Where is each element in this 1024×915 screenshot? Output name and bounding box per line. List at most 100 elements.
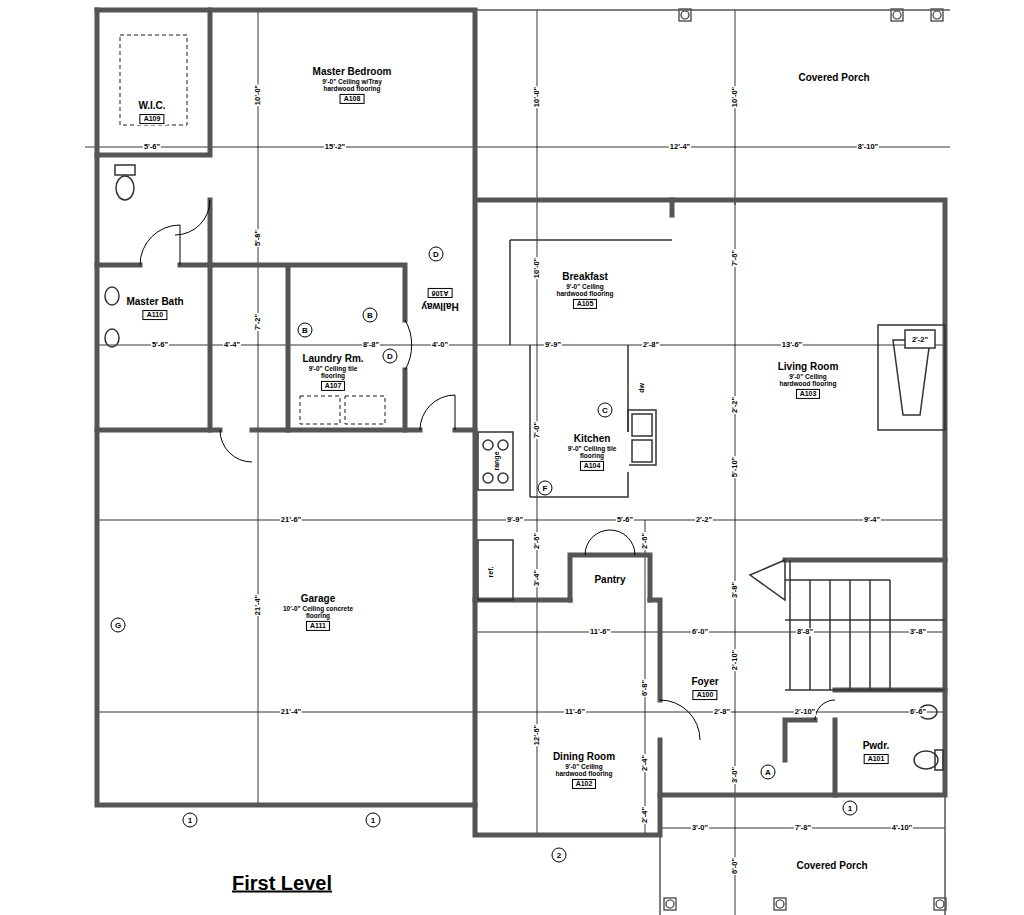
dimension-lines xyxy=(85,10,950,915)
callout-marker: B xyxy=(298,323,313,338)
dimension-label: 5'-10" xyxy=(731,456,739,478)
room-finish-note: 9'-0" Ceiling hardwood flooring xyxy=(549,762,619,776)
dimension-label: 2'-4" xyxy=(641,806,649,824)
room-label: W.I.C. A109 xyxy=(136,99,167,125)
room-code: A105 xyxy=(573,299,598,309)
dimension-label: 7'-6" xyxy=(731,249,739,267)
room-finish-note: 9'-0" Ceiling hardwood flooring xyxy=(773,372,843,386)
room-label: Dining Room9'-0" Ceiling hardwood floori… xyxy=(547,750,621,790)
room-code: A109 xyxy=(140,114,165,124)
dimension-label: 2'-10" xyxy=(731,649,739,671)
dimension-label: 2'-8" xyxy=(713,708,731,716)
dimension-label: 2'-2" xyxy=(695,516,713,524)
callout-marker: B xyxy=(363,308,378,323)
dimension-label: 21'-6" xyxy=(280,516,302,524)
room-code: A107 xyxy=(321,381,346,391)
room-name: Master Bedroom xyxy=(313,66,392,78)
dimension-label: 10'-0" xyxy=(533,86,541,108)
dimension-label: 7'-8" xyxy=(794,824,812,832)
room-name: Dining Room xyxy=(553,751,615,763)
dimension-label: 2'-8" xyxy=(642,341,660,349)
room-name: Breakfast xyxy=(562,271,608,283)
room-code: A103 xyxy=(796,389,821,399)
callout-marker: D xyxy=(383,349,398,364)
room-finish-note: 9'-0" Ceiling w/Tray hardwood flooring xyxy=(317,77,387,91)
dimension-label: 6'-0" xyxy=(731,857,739,875)
dimension-label: 3'-0" xyxy=(691,824,709,832)
room-label: Garage10'-0" Ceiling concrete flooringA1… xyxy=(281,592,355,632)
dimension-label: 15'-2" xyxy=(324,143,346,151)
room-name: Pwdr. xyxy=(863,740,890,752)
room-finish-note: 10'-0" Ceiling concrete flooring xyxy=(283,604,353,618)
room-name: Living Room xyxy=(778,361,839,373)
dimension-label: 11'-6" xyxy=(589,628,611,636)
porch-edges xyxy=(475,10,950,915)
room-finish-note: 9'-0" Ceiling tile flooring xyxy=(298,364,368,378)
dimension-label: 4'-10" xyxy=(891,824,913,832)
room-label: Hallway A106 xyxy=(419,287,460,313)
callout-marker: G xyxy=(111,618,126,633)
room-code: A104 xyxy=(580,461,605,471)
room-finish-note: 9'-0" Ceiling hardwood flooring xyxy=(550,282,620,296)
door-swings xyxy=(140,200,835,740)
room-name: Foyer xyxy=(691,676,718,688)
dimension-label: 21'-4" xyxy=(280,708,302,716)
dimension-label: 6'-8" xyxy=(641,679,649,697)
room-code: A100 xyxy=(693,690,718,700)
porch-columns xyxy=(664,9,946,910)
room-code: A110 xyxy=(143,310,167,320)
dimension-label: 8'-10" xyxy=(857,143,879,151)
dimension-label: 10'-0" xyxy=(533,257,541,279)
walls xyxy=(97,10,945,835)
dimension-label: 2'-2" xyxy=(911,336,929,344)
fixture-label: dw xyxy=(638,382,645,394)
room-label: Master Bedroom9'-0" Ceiling w/Tray hardw… xyxy=(311,65,394,105)
room-label: Covered Porch xyxy=(794,859,869,873)
room-finish-note: 9'-0" Ceiling tile flooring xyxy=(557,444,627,458)
dimension-label: 9'-9" xyxy=(544,341,562,349)
dimension-label: 3'-4" xyxy=(533,569,541,587)
room-label: Covered Porch xyxy=(796,71,871,85)
dimension-label: 4'-4" xyxy=(223,341,241,349)
dimension-label: 12'-4" xyxy=(669,143,691,151)
dimension-label: 13'-6" xyxy=(781,341,803,349)
room-label: Pwdr. A101 xyxy=(861,739,892,765)
room-code: A111 xyxy=(306,621,330,631)
room-name: W.I.C. xyxy=(138,100,165,112)
callout-marker: 2 xyxy=(552,848,567,863)
callout-marker: 1 xyxy=(183,813,198,828)
room-label: Living Room9'-0" Ceiling hardwood floori… xyxy=(771,360,845,400)
room-name: Covered Porch xyxy=(796,860,867,872)
room-name: Pantry xyxy=(594,574,625,586)
room-name: Hallway xyxy=(421,300,458,312)
room-name: Covered Porch xyxy=(798,72,869,84)
dimension-label: 7'-0" xyxy=(533,421,541,439)
callout-marker: 1 xyxy=(843,801,858,816)
room-code: A101 xyxy=(864,754,889,764)
callout-marker: D xyxy=(429,247,444,262)
shelving xyxy=(120,35,385,424)
room-code: A106 xyxy=(428,288,453,298)
room-label: Laundry Rm.9'-0" Ceiling tile flooringA1… xyxy=(296,352,370,392)
callout-marker: C xyxy=(598,403,613,418)
room-label: Pantry xyxy=(592,573,627,587)
dimension-label: 6'-0" xyxy=(691,628,709,636)
dimension-label: 8'-8" xyxy=(796,628,814,636)
room-name: Garage xyxy=(301,593,335,605)
plan-caption: First Level xyxy=(232,872,332,895)
dimension-label: 2'-6" xyxy=(641,532,649,550)
fixture-label: range xyxy=(493,450,500,471)
dimension-label: 3'-0" xyxy=(731,766,739,784)
room-code: A108 xyxy=(340,94,365,104)
room-name: Laundry Rm. xyxy=(302,353,363,365)
dimension-label: 9'-4" xyxy=(863,516,881,524)
dimension-label: 3'-8" xyxy=(909,628,927,636)
room-label: Breakfast9'-0" Ceiling hardwood flooring… xyxy=(548,270,622,310)
room-label: FoyerA100 xyxy=(689,675,720,701)
callout-marker: A xyxy=(761,765,776,780)
dimension-label: 5'-6" xyxy=(151,341,169,349)
dimension-label: 4'-0" xyxy=(431,341,449,349)
room-code: A102 xyxy=(572,779,597,789)
dimension-label: 2'-6" xyxy=(533,532,541,550)
